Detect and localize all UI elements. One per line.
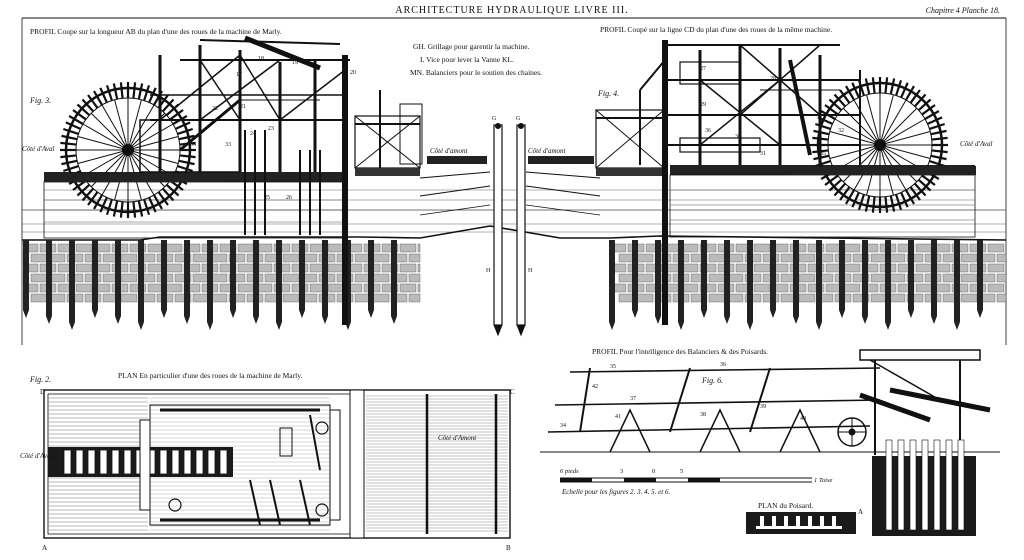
legend-item-i: I. Vice pour lever la Vanne KL.: [420, 55, 514, 64]
balancier-numbers: 34 35 36 37 38 39 40 41 42: [560, 362, 806, 429]
component-number: 25: [264, 195, 270, 201]
component-number: 21: [240, 104, 246, 110]
component-number: 27: [700, 66, 706, 72]
legend: GH. Grillage pour garentir la machine. I…: [410, 42, 542, 77]
plate-reference: Chapitre 4 Planche 18.: [926, 6, 1000, 15]
fig-6-label: Fig. 6.: [701, 376, 723, 385]
legend-item-mn: MN. Balanciers pour le soutien des chain…: [410, 68, 542, 77]
balancier-number: 34: [560, 423, 566, 429]
plan-poisard-heading: PLAN du Poisard.: [758, 501, 813, 510]
component-number: 19: [292, 60, 298, 66]
profil-ab-heading: PROFIL Coupe sur la longueur AB du plan …: [30, 27, 282, 36]
sluice-right: [595, 109, 665, 176]
balancier-number: 37: [630, 396, 636, 402]
profil-cd-machine: [669, 165, 976, 238]
scale-unit-toise: 1 Toise: [814, 477, 832, 484]
plan-cote-aval: Côté d'Aval: [20, 452, 52, 460]
plan-heading: PLAN En particulier d'une des roues de l…: [118, 371, 302, 380]
component-number: 18: [258, 56, 264, 62]
label-h-right: H: [528, 268, 533, 274]
component-number: 22: [212, 106, 218, 112]
balancier-number: 40: [800, 416, 806, 422]
balancier-number: 36: [720, 362, 726, 368]
fig-4-label: Fig. 4.: [597, 89, 619, 98]
frame-left: [139, 35, 381, 325]
frame-right: [639, 40, 861, 325]
profil-cd-heading: PROFIL Coupé sur la ligne CD du plan d'u…: [600, 25, 832, 34]
foundation-piles: [23, 240, 983, 330]
component-numbers: 17 18 19 20 21 22 23 24 25 26 27 28 29 30 31 32 33 34 35 36: [190, 56, 844, 201]
plan-letter-c: C: [510, 388, 515, 396]
cote-amont-left: Côté d'amont: [430, 147, 469, 155]
plan-letter-b: B: [506, 544, 511, 552]
scale-unit-5: 5: [680, 468, 683, 475]
plan-cote-amont: Côté d'Amont: [438, 434, 477, 442]
center-gate: [419, 123, 601, 337]
water-wheel-left: [44, 82, 224, 218]
label-h-left: H: [486, 268, 491, 274]
balancier-number: 42: [592, 384, 598, 390]
fig-2-label: Fig. 2.: [29, 375, 51, 384]
poisard-comb: [756, 516, 842, 529]
label-g-left: G: [492, 116, 497, 122]
component-number: 30: [735, 134, 741, 140]
legend-item-gh: GH. Grillage pour garentir la machine.: [413, 42, 530, 51]
component-number: 29: [700, 102, 706, 108]
balancier-number: 38: [700, 412, 706, 418]
cote-aval-left: Côté d'Aval: [22, 145, 54, 153]
balancier-number: 39: [760, 404, 766, 410]
component-number: 35: [820, 151, 826, 157]
component-number: 32: [838, 128, 844, 134]
component-number: 24: [250, 131, 256, 137]
balanciers-heading: PROFIL Pour l'intelligence des Balancier…: [592, 347, 768, 356]
component-number: 33: [225, 142, 231, 148]
component-number: 17: [236, 72, 242, 78]
balanciers-drawing: [540, 349, 1000, 455]
scale-caption: Echelle pour les figures 2. 3. 4. 5. et …: [561, 488, 670, 496]
stone-foundation: [21, 243, 1007, 303]
component-number: 34: [190, 142, 196, 148]
plate-title: ARCHITECTURE HYDRAULIQUE LIVRE III.: [395, 5, 628, 16]
poisard-rods: [885, 439, 965, 531]
component-number: 26: [286, 195, 292, 201]
label-g-right: G: [516, 116, 521, 122]
scale-unit-6: 6 pieds: [560, 468, 579, 475]
component-number: 36: [705, 128, 711, 134]
plan-letter-a: A: [42, 544, 47, 552]
component-number: 23: [268, 126, 274, 132]
fig-3-label: Fig. 3.: [29, 96, 51, 105]
scale-unit-0: 0: [652, 468, 655, 475]
water-wheel-right: [790, 77, 976, 213]
component-number: 28: [770, 76, 776, 82]
component-number: 20: [350, 70, 356, 76]
plan-letter-d: D: [40, 388, 45, 396]
balancier-number: 35: [610, 364, 616, 370]
cote-aval-right: Côté d'Aval: [960, 140, 992, 148]
plan-drawing: [43, 389, 511, 539]
sluice-left: [354, 103, 423, 176]
scale-unit-3: 3: [620, 468, 623, 475]
component-number: 31: [760, 151, 766, 157]
scale-bar: [560, 477, 812, 483]
balancier-number: 41: [615, 414, 621, 420]
plan-poisard-letter: A: [858, 508, 863, 516]
cote-amont-right: Côté d'amont: [528, 147, 567, 155]
